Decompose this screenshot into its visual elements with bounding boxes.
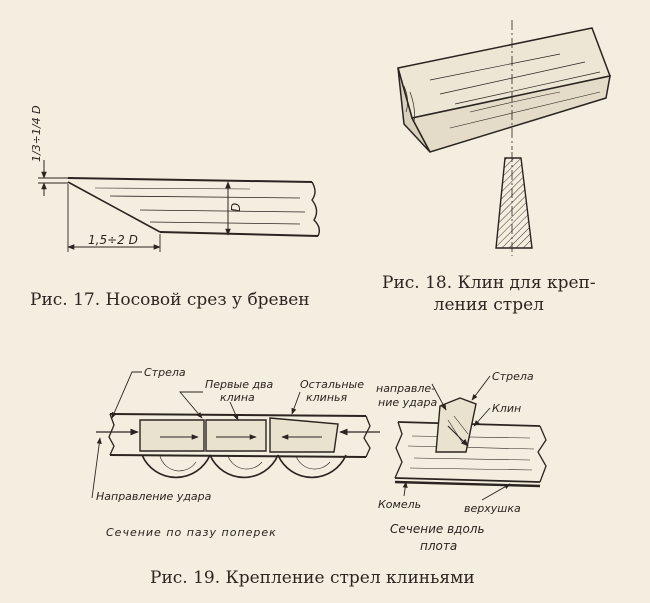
fig19-label-strela-right: Стрела: [492, 370, 534, 383]
fig19-label-direction-right-line1: направле-: [376, 382, 435, 395]
fig19-caption: Рис. 19. Крепление стрел клиньями: [150, 568, 475, 588]
fig19-label-komel: Комель: [378, 498, 421, 511]
fig18-caption-line1: Рис. 18. Клин для креп-: [382, 273, 596, 293]
fig19-label-others-line1: Остальные: [300, 378, 364, 391]
fig19-label-verkhushka: верхушка: [464, 502, 521, 515]
fig19-label-others-line2: клинья: [306, 391, 347, 404]
fig19-section-right-line1: Сечение вдоль: [390, 522, 485, 536]
fig18-wedge-drawing: [397, 20, 612, 256]
fig19-section-left: Сечение по пазу поперек: [106, 526, 277, 539]
fig17-dim-top: 1/3÷1/4 D: [30, 105, 43, 162]
fig19-label-direction-right-line2: ние удара: [378, 396, 437, 409]
fig19-label-first-two-line1: Первые два: [205, 378, 274, 391]
fig17-dim-d: D: [229, 203, 243, 212]
fig19-section-right-line2: плота: [420, 539, 457, 553]
fig17-log-drawing: [38, 160, 321, 252]
fig19-label-strela-left: Стрела: [144, 366, 186, 379]
fig17-dim-bottom: 1,5÷2 D: [88, 233, 138, 247]
fig19-cross-section: [91, 371, 380, 499]
fig18-caption: Рис. 18. Клин для креп- ления стрел: [382, 272, 596, 316]
fig19-label-first-two-line2: клина: [220, 391, 255, 404]
fig19-longitudinal-section: [394, 375, 547, 501]
fig17-caption: Рис. 17. Носовой срез у бревен: [30, 290, 310, 310]
fig19-label-direction-left: Направление удара: [96, 490, 212, 503]
fig19-label-klin: Клин: [492, 402, 521, 415]
fig18-caption-line2: ления стрел: [433, 295, 544, 315]
